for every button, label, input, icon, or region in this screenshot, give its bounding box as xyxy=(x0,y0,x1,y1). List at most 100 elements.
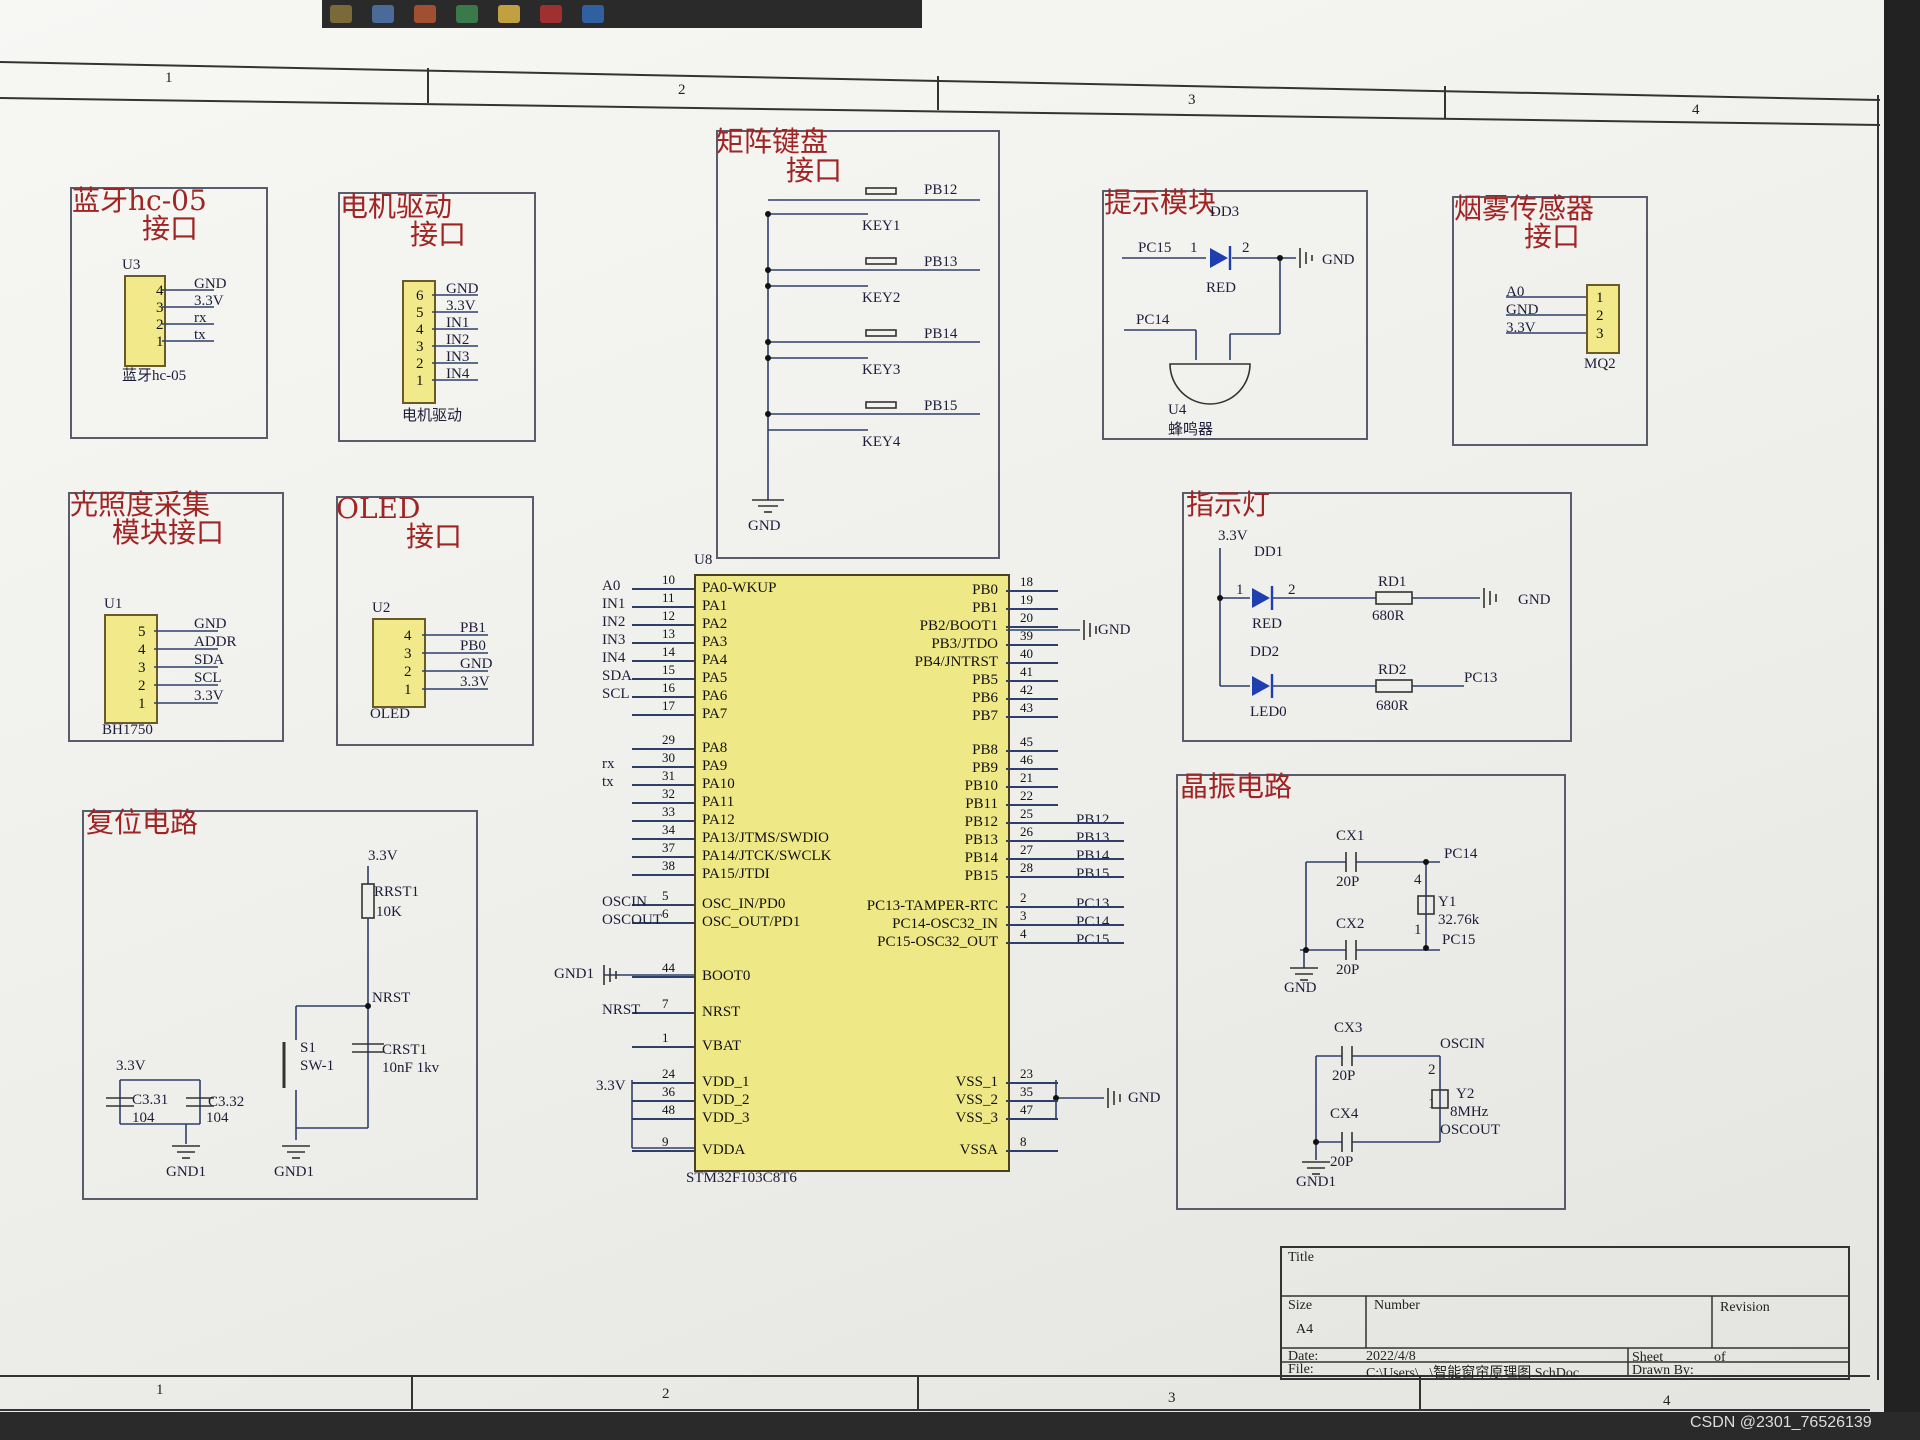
zone-label: 2 xyxy=(662,1386,670,1402)
pin-number: 2 xyxy=(416,356,424,372)
mcu-pin-name: VSS_1 xyxy=(955,1074,998,1090)
mcu-net-label: A0 xyxy=(602,578,621,594)
net-label: PB14 xyxy=(924,326,958,342)
mcu-pin-number: 40 xyxy=(1020,646,1033,661)
tool-icon[interactable] xyxy=(414,5,436,23)
smoke-header xyxy=(1586,284,1620,354)
keypad-title: 矩阵键盘 xyxy=(716,125,829,158)
led-ref: DD1 xyxy=(1254,544,1284,560)
mcu-pin-name: PB1 xyxy=(972,600,998,616)
mcu-pin-wire xyxy=(632,874,694,876)
mcu-pin-wire xyxy=(1006,680,1058,682)
crystal-ref: Y2 xyxy=(1456,1086,1475,1102)
mcu-pin-wire xyxy=(632,588,694,590)
pin-number: 2 xyxy=(1596,308,1604,324)
mcu-pin-number: 26 xyxy=(1020,824,1033,839)
smoke-sensor-block xyxy=(1452,196,1648,446)
mcu-pin-name: PB6 xyxy=(972,690,998,706)
tool-icon[interactable] xyxy=(498,5,520,23)
toolbar[interactable] xyxy=(322,0,922,28)
mcu-pin-wire xyxy=(632,904,694,906)
mcu-pin-name: OSC_IN/PD0 xyxy=(702,896,786,912)
size-label: Size xyxy=(1288,1298,1313,1313)
resistor-value: 10K xyxy=(376,904,402,920)
net-label: GND xyxy=(446,281,479,297)
mcu-pin-wire xyxy=(1006,876,1058,878)
mcu-pin-name: PB13 xyxy=(964,832,998,848)
zone-label: 1 xyxy=(156,1382,164,1398)
mcu-pin-wire xyxy=(632,660,694,662)
keypad-block xyxy=(716,130,1000,559)
mcu-pin-name: PC14-OSC32_IN xyxy=(892,916,998,932)
pin-number: 1 xyxy=(416,373,424,389)
tool-icon[interactable] xyxy=(456,5,478,23)
mcu-pin-name: PB3/JTDO xyxy=(931,636,998,652)
mcu-net-label: NRST xyxy=(602,1002,641,1018)
mcu-pin-name: PA14/JTCK/SWCLK xyxy=(702,848,832,864)
motor-driver-block xyxy=(338,192,536,442)
zone-label: 4 xyxy=(1692,102,1700,118)
mcu-pin-number: 35 xyxy=(1020,1084,1033,1099)
mcu-pin-number: 12 xyxy=(662,608,675,623)
pin-number: 3 xyxy=(156,300,164,316)
tool-icon[interactable] xyxy=(540,5,562,23)
mcu-pin-name: PB12 xyxy=(964,814,998,830)
mcu-pin-wire xyxy=(632,1118,694,1120)
mcu-pin-number: 24 xyxy=(662,1066,675,1081)
tool-icon[interactable] xyxy=(372,5,394,23)
net-label: PB0 xyxy=(460,638,486,654)
gnd-label: GND xyxy=(1098,622,1131,638)
mcu-pin-number: 41 xyxy=(1020,664,1033,679)
mcu-pin-name: VSS_2 xyxy=(955,1092,998,1108)
mcu-pin-wire xyxy=(632,1082,694,1084)
gnd-label: GND xyxy=(1284,980,1317,996)
mcu-pin-number: 6 xyxy=(662,906,669,921)
pin-number: 4 xyxy=(138,642,146,658)
pin-number: 4 xyxy=(416,322,424,338)
mcu-net-label: PC13 xyxy=(1076,896,1110,912)
mcu-pin-number: 1 xyxy=(662,1030,669,1045)
pin-number: 2 xyxy=(156,317,164,333)
mcu-pin-number: 28 xyxy=(1020,860,1033,875)
net-wire xyxy=(1058,876,1124,878)
revision-label: Revision xyxy=(1720,1300,1770,1315)
mcu-pin-wire xyxy=(632,1150,694,1152)
tool-icon[interactable] xyxy=(330,5,352,23)
mcu-pin-wire xyxy=(632,856,694,858)
mcu-pin-number: 29 xyxy=(662,732,675,747)
mcu-net-label: PB12 xyxy=(1076,812,1110,828)
indicator-block xyxy=(1182,492,1572,742)
gnd-label: GND xyxy=(748,518,781,534)
cap-value: 104 xyxy=(206,1110,229,1126)
mcu-pin-number: 16 xyxy=(662,680,675,695)
pin-number: 1 xyxy=(138,696,146,712)
mcu-pin-number: 47 xyxy=(1020,1102,1033,1117)
mcu-pin-wire xyxy=(1006,1118,1058,1120)
mcu-body xyxy=(694,574,1010,1172)
mcu-pin-wire xyxy=(1006,750,1058,752)
pin-number: 4 xyxy=(404,628,412,644)
pin-number: 2 xyxy=(1428,1062,1436,1078)
mcu-pin-number: 22 xyxy=(1020,788,1033,803)
mcu-net-label: rx xyxy=(602,756,615,772)
cap-ref: CX4 xyxy=(1330,1106,1359,1122)
mcu-pin-wire xyxy=(1006,626,1058,628)
key-label: KEY4 xyxy=(862,434,901,450)
net-label: GND xyxy=(1506,302,1539,318)
mcu-pin-number: 20 xyxy=(1020,610,1033,625)
mcu-pin-wire xyxy=(632,784,694,786)
mcu-pin-name: PA13/JTMS/SWDIO xyxy=(702,830,829,846)
mcu-pin-wire xyxy=(1006,1082,1058,1084)
tool-icon[interactable] xyxy=(582,5,604,23)
mcu-pin-wire xyxy=(1006,698,1058,700)
mcu-net-label: SCL xyxy=(602,686,630,702)
mcu-pin-name: PA4 xyxy=(702,652,728,668)
mcu-pin-name: PB7 xyxy=(972,708,998,724)
light-ref: U1 xyxy=(104,596,123,612)
mcu-pin-number: 2 xyxy=(1020,890,1027,905)
mcu-pin-wire xyxy=(1006,608,1058,610)
mcu-pin-number: 18 xyxy=(1020,574,1033,589)
oled-title: OLED xyxy=(336,492,421,525)
mcu-pin-name: PB2/BOOT1 xyxy=(919,618,998,634)
